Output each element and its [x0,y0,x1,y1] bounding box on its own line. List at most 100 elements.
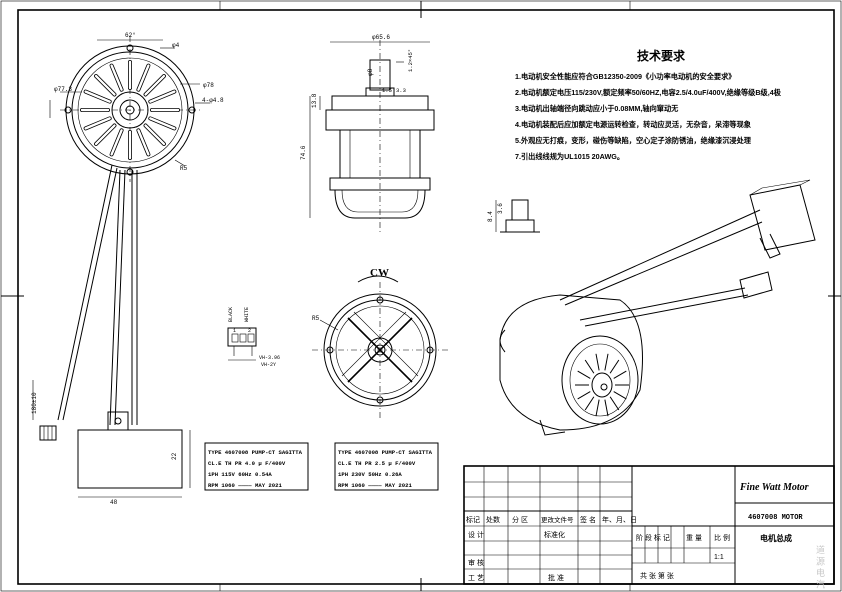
connector-wire-black: BLACK [228,307,234,322]
tb-zone: 分 区 [512,515,528,524]
tb-scale: 比 例 [714,533,730,542]
shaft-b-dim: 3.6 [497,203,504,214]
drawing-frame [17,9,835,585]
tb-review: 审 核 [468,558,484,567]
vent-slot-inner [149,90,176,103]
iso-vent-slot [613,391,627,400]
tech-item-3: 3.电动机出轴端径向跳动应小于0.08MM,轴向窜动无 [515,104,679,113]
lead-length-dim: 180±10 [31,392,38,414]
vent-slot-inner [110,64,123,91]
nameplate-2-line1: TYPE 4607008 PUMP-CT SAGITTA [338,449,433,456]
nameplate-2-line2: CL.E TH PR 2.5 μ F/400V [338,460,416,467]
front-radius-dim: R5 [180,165,188,172]
shaft-a-dim: 8.4 [487,211,494,222]
iso-vent-slot [577,370,591,379]
tech-item-5: 5.外观应无打痕，变形，碰伤等缺陷，空心定子涂防锈油，绝缘漆沉浸处理 [515,136,752,145]
iso-vent-slot [584,396,595,411]
connector-pin-1: 1 [233,328,236,334]
iso-vent-slot [604,399,609,417]
tb-sheets: 共 张 第 张 [640,571,674,580]
nameplate-2-line3: 1PH 230V 50Hz 0.26A [338,471,402,478]
vent-slot-inner [149,117,176,130]
iso-vent-slot [613,370,627,379]
side-s2-dim: 3.3 [396,87,406,94]
title-company: Fine Watt Motor [739,482,809,493]
front-d78-dim: φ78 [203,82,214,89]
nameplate-2-line4: RPM 1060 ———— MAY 2021 [338,482,412,489]
vent-slot-inner [94,124,116,146]
tb-design: 设 计 [468,530,484,539]
side-view [309,40,435,235]
tb-stage-mark: 阶 段 标 记 [636,533,670,542]
tb-standard: 标准化 [544,530,565,539]
title-part-no: 4607008 MOTOR [748,514,803,522]
iso-vent-slot [609,359,620,374]
side-small-dim: 13.8 [311,93,318,108]
connector-wire-white: WHITE [244,307,250,322]
nameplate-1: TYPE 4607008 PUMP-CT SAGITTA CL.E TH PR … [204,442,309,491]
front-angle-dim: 62° [125,32,136,39]
rear-view [312,282,448,418]
watermark: 道 源 电 汽 [815,544,825,589]
nameplate-2: TYPE 4607008 PUMP-CT SAGITTA CL.E TH PR … [334,442,439,491]
vent-slot-inner [137,64,150,91]
iso-vent-slot [604,353,609,371]
nameplate-1-line4: RPM 1060 ———— MAY 2021 [208,482,282,489]
side-s1-dim: 1.5 [382,87,392,94]
vent-slot-inner [94,74,116,96]
vent-slot-inner [144,74,166,96]
tb-date: 年、月、日 [602,515,637,524]
tb-sign: 签 名 [580,515,596,524]
rear-radius-dim: R5 [312,315,320,322]
connector-detail [227,327,257,361]
tb-count: 处数 [486,515,500,524]
side-height-dim: 74.6 [300,145,307,160]
nameplate-1-line2: CL.E TH PR 4.0 μ F/400V [208,460,286,467]
front-holes-dim: 4-φ4.8 [202,97,224,104]
front-view [49,36,210,182]
isometric-view [499,179,816,436]
title-part-name: 电机总成 [760,533,792,543]
capacitor-box [77,411,191,498]
iso-vent-slot [595,353,600,371]
nameplate-1-line3: 1PH 115V 60Hz 0.54A [208,471,272,478]
tech-item-4: 4.电动机装配后应加额定电源运转检查，转动应灵活，无杂音，呆滞等现象 [515,120,752,129]
vent-slot-inner [84,90,111,103]
tech-list: 1.电动机安全性能应符合GB12350-2009《小功率电动机的安全要求》 2.… [515,72,782,161]
connector-pin-2: 2 [248,328,251,334]
front-d77-dim: φ77.3 [54,86,72,93]
tech-item-6: 7.引出线线规为UL1015 20AWG。 [515,152,624,161]
vent-slot-inner [84,117,111,130]
shaft-detail [495,199,540,233]
connector-dim-2: VH-2Y [261,362,276,368]
nameplate-1-line1: TYPE 4607008 PUMP-CT SAGITTA [208,449,303,456]
tech-item-2: 2.电动机额定电压115/230V,额定频率50/60HZ,电容2.5/4.0u… [515,88,782,97]
side-shaft-dim: φ8 [367,68,374,76]
title-block [463,465,835,585]
tb-change-doc: 更改文件号 [541,515,574,524]
lead-wires [32,164,138,441]
iso-vent-slot [584,359,595,374]
iso-vent-slot [577,391,591,400]
vent-slot-inner [137,129,150,156]
capacitor-width-dim: 48 [110,499,118,506]
tb-weight: 重 量 [686,534,702,542]
rotation-arrow [357,275,399,283]
capacitor-height-dim: 22 [171,452,178,460]
tb-approve: 批 准 [548,573,564,582]
tb-scale-value: 1:1 [714,554,724,561]
tech-heading: 技术要求 [637,48,686,63]
vent-slot-inner [144,124,166,146]
front-d4-dim: φ4 [172,42,180,49]
tech-item-1: 1.电动机安全性能应符合GB12350-2009《小功率电动机的安全要求》 [515,72,735,81]
tb-mark: 标记 [466,515,480,524]
side-width-dim: φ65.6 [372,34,390,41]
vent-slot-inner [110,129,123,156]
connector-dim: VH-3.96 [259,355,280,361]
tb-process: 工 艺 [468,574,484,582]
iso-vent-slot [609,396,620,411]
iso-vent-slot [595,399,600,417]
side-chamfer-dim: 1.2×45° [407,49,414,72]
